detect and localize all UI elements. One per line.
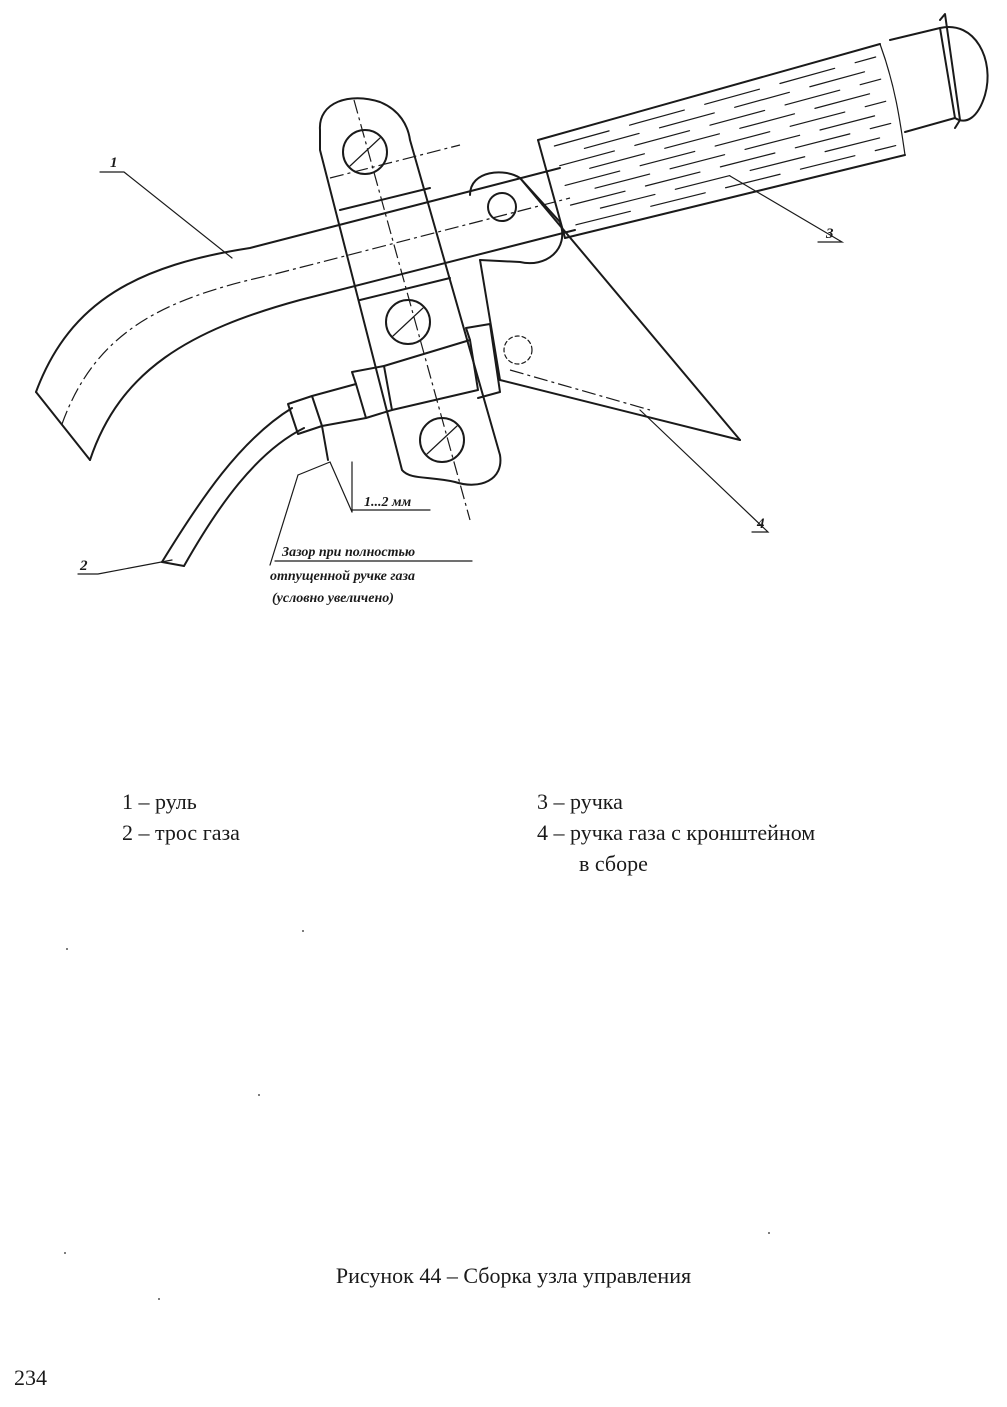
scan-speck	[768, 1232, 770, 1234]
scan-speck	[66, 948, 68, 950]
grip-rib	[744, 134, 801, 151]
grip-rib	[854, 56, 877, 64]
leader-1	[99, 171, 233, 259]
clamp-plate	[318, 97, 502, 521]
screw-bottom	[419, 417, 465, 463]
grip-rib	[594, 173, 651, 189]
grip-rib	[650, 192, 706, 207]
callout-1: 1	[110, 155, 118, 171]
legend-left: 1 – руль 2 – трос газа	[122, 786, 240, 848]
grip-rib	[634, 130, 691, 147]
legend-item-throttle-lever: 4 – ручка газа с кронштейном	[537, 820, 816, 845]
leader-3	[729, 175, 845, 243]
grip-rib	[739, 113, 796, 129]
legend-right: 3 – ручка 4 – ручка газа с кронштейном в…	[537, 786, 815, 879]
grip-rib	[599, 193, 656, 209]
grip-rib	[553, 130, 610, 147]
grip-rib	[639, 150, 696, 167]
page-number: 234	[14, 1365, 47, 1390]
legend-item-handlebar: 1 – руль	[122, 789, 197, 814]
grip-rib	[819, 115, 876, 131]
grip-rib	[628, 109, 685, 126]
grip-rib	[644, 171, 701, 187]
grip-rib	[669, 154, 726, 170]
grip-rib	[575, 210, 631, 226]
gap-note-line3: (условно увеличено)	[272, 591, 394, 606]
figure-caption: Рисунок 44 – Сборка узла управления	[335, 1263, 692, 1288]
gap-dimension	[269, 461, 431, 566]
scan-speck	[158, 1298, 160, 1300]
scan-speck	[64, 1252, 66, 1254]
grip-rib	[559, 150, 615, 167]
legend-item-throttle-cable: 2 – трос газа	[122, 820, 240, 845]
grip-rib	[589, 153, 645, 169]
grip-rib	[564, 170, 621, 187]
grip-rib	[809, 71, 866, 88]
grip-rib	[814, 93, 871, 109]
handlebar-tube	[35, 167, 576, 461]
scan-speck	[302, 930, 304, 932]
grip-rib	[784, 89, 841, 106]
grip-rib	[789, 111, 846, 127]
screw-middle	[385, 299, 431, 345]
scan-speck	[258, 1094, 260, 1096]
grip-rib	[749, 156, 806, 172]
grip-rib	[864, 100, 887, 108]
gap-note-line2: отпущенной ручке газа	[270, 569, 415, 584]
leader-4	[639, 409, 770, 533]
grip-rib	[709, 109, 766, 126]
grip-rib	[674, 175, 731, 190]
grip-rib	[794, 133, 851, 149]
grip-rib	[714, 131, 771, 147]
grip-ribs	[553, 56, 897, 226]
leader-2	[77, 559, 173, 575]
grip-rib	[824, 137, 881, 153]
grip-rib	[734, 91, 790, 108]
grip-rib	[719, 152, 776, 168]
grip-rib	[874, 144, 897, 152]
gap-note-line1: Зазор при полностью	[281, 545, 415, 560]
grip-rib	[704, 88, 761, 105]
screw-top	[342, 129, 388, 175]
legend-item-throttle-lever-cont: в сборе	[579, 851, 648, 876]
throttle-lever	[469, 171, 741, 441]
grip-rib	[569, 190, 626, 206]
callout-2: 2	[79, 558, 88, 574]
grip-rib	[799, 155, 856, 170]
grip-rib	[583, 132, 640, 149]
handlebar-assembly-drawing: 1 2 3 4 1...2 мм Зазор при полностью отп…	[35, 13, 989, 606]
dimension-label: 1...2 мм	[364, 495, 412, 510]
callout-4: 4	[756, 516, 765, 532]
grip-rib	[724, 173, 781, 189]
grip-rib	[859, 78, 882, 86]
handle-grip	[537, 13, 989, 239]
grip-rib	[779, 67, 836, 85]
grip-rib	[664, 133, 720, 149]
legend-item-grip: 3 – ручка	[537, 789, 623, 814]
callout-3: 3	[825, 226, 834, 242]
grip-rib	[658, 112, 715, 129]
grip-rib	[869, 122, 892, 130]
